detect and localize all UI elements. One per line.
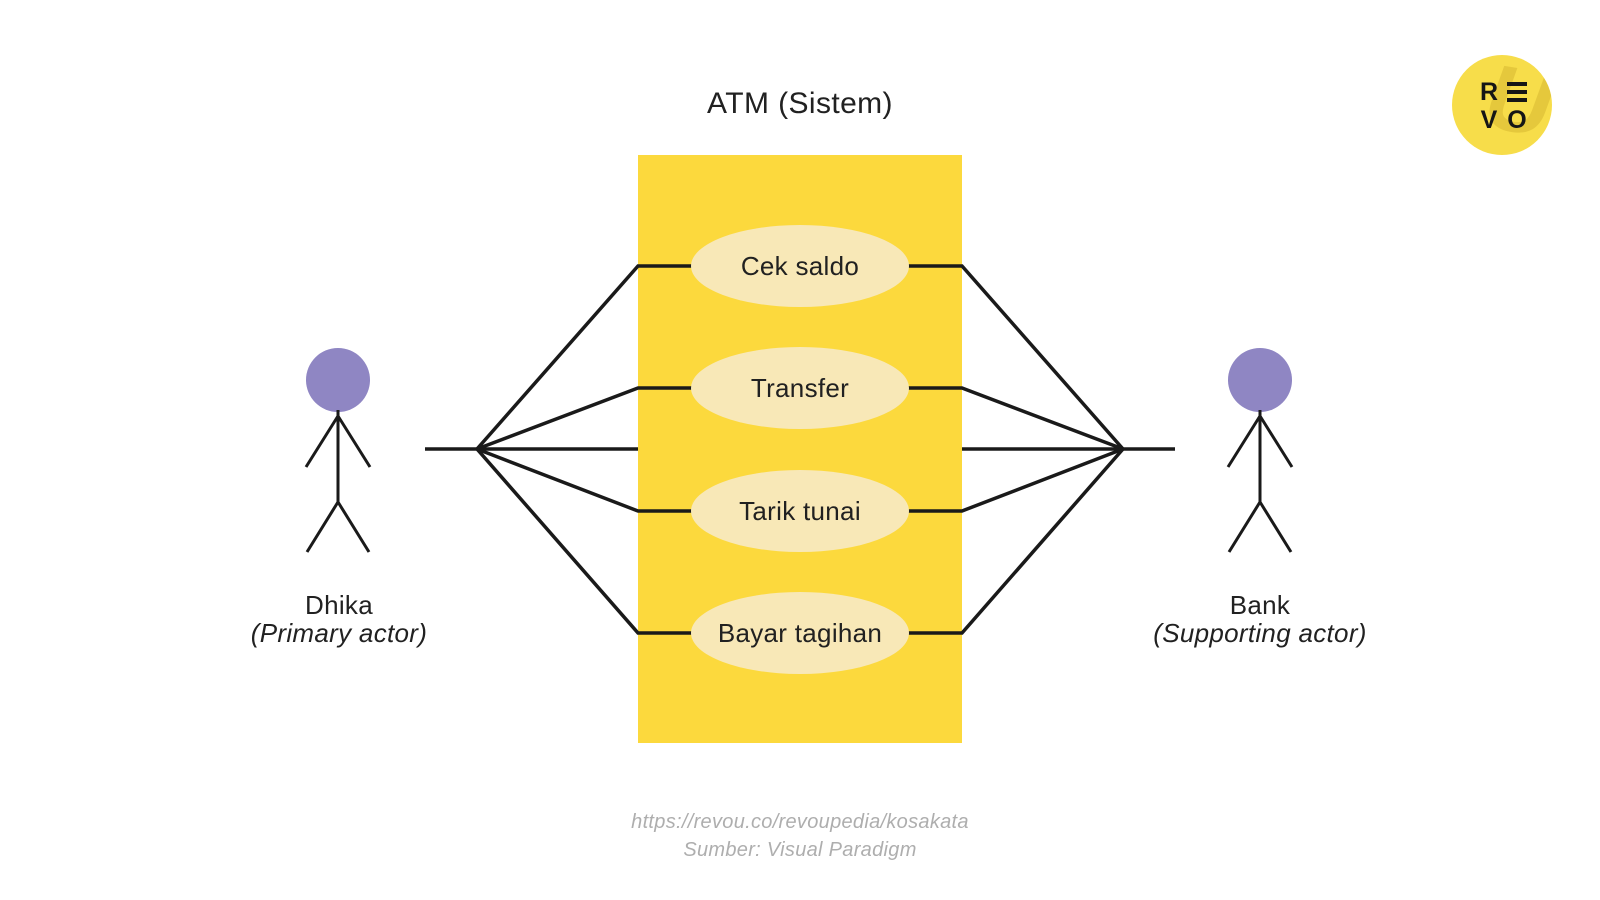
actor-right-figure — [1226, 348, 1294, 553]
usecase-label-cek-saldo: Cek saldo — [740, 251, 860, 281]
association-lines — [425, 264, 1175, 635]
actor-right-label: Bank (Supporting actor) — [1090, 591, 1430, 647]
footer-source: Sumber: Visual Paradigm — [683, 839, 917, 861]
actor-left-body — [304, 410, 372, 553]
footer-url: https://revou.co/revoupedia/kosakata — [631, 811, 969, 833]
right-line-transfer — [900, 386, 1124, 451]
usecase-ellipse-bayar-tagihan — [691, 592, 909, 674]
actor-left-head — [306, 348, 370, 412]
actor-right-head — [1228, 348, 1292, 412]
logo-letter-r: R — [1479, 77, 1499, 106]
revou-logo-letters: R V O — [1476, 79, 1530, 133]
logo-letter-o: O — [1507, 105, 1527, 134]
left-line-cek-saldo — [475, 264, 700, 451]
right-line-cek-saldo — [900, 264, 1125, 451]
revou-logo: U R V O — [1452, 55, 1552, 155]
logo-letter-e-bars-icon — [1507, 82, 1527, 102]
actor-right-name: Bank — [1229, 590, 1291, 620]
logo-letter-v: V — [1480, 105, 1498, 134]
usecase-label-transfer: Transfer — [750, 373, 850, 403]
usecase-ellipse-cek-saldo — [691, 225, 909, 307]
actor-left-role: (Primary actor) — [250, 618, 428, 648]
usecase-label-bayar-tagihan: Bayar tagihan — [717, 618, 883, 648]
actor-left-label: Dhika (Primary actor) — [169, 591, 509, 647]
usecase-ellipses — [691, 225, 909, 674]
actor-left-name: Dhika — [305, 590, 373, 620]
usecase-ellipse-transfer — [691, 347, 909, 429]
left-line-tarik-tunai — [476, 447, 700, 513]
actor-left-figure — [304, 348, 372, 553]
left-line-bayar-tagihan — [475, 447, 700, 635]
footer-credit: https://revou.co/revoupedia/kosakata Sum… — [0, 808, 1600, 864]
system-title: ATM (Sistem) — [707, 87, 893, 120]
actor-right-body — [1226, 410, 1294, 553]
usecase-ellipse-tarik-tunai — [691, 470, 909, 552]
right-line-bayar-tagihan — [900, 447, 1125, 635]
usecase-label-tarik-tunai: Tarik tunai — [739, 496, 861, 526]
actor-right-role: (Supporting actor) — [1153, 618, 1367, 648]
left-line-transfer — [476, 386, 700, 451]
right-line-tarik-tunai — [900, 447, 1124, 513]
